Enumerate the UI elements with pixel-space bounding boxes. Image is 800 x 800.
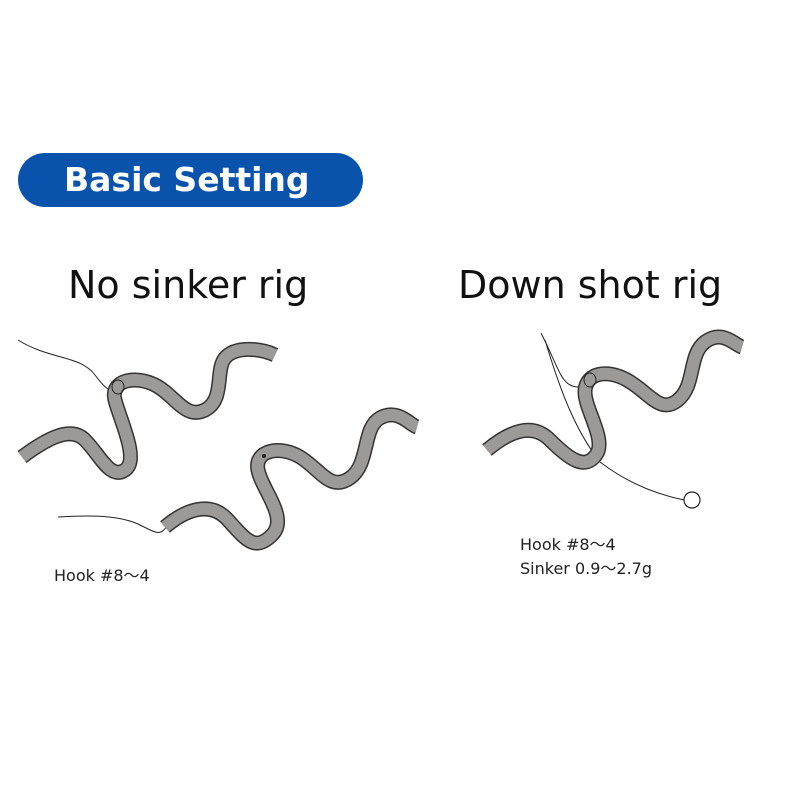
worm-no-sinker-1 [17,341,279,480]
worm-down-shot [482,329,746,470]
basic-setting-badge: Basic Setting [18,153,363,207]
no-sinker-hook-spec: Hook #8～4 [54,566,150,585]
down-shot-rig-title: Down shot rig [458,263,723,307]
fishing-line [57,515,169,533]
no-sinker-rig-title: No sinker rig [68,263,309,307]
sinker-icon [683,491,701,509]
worm-no-sinker-2 [160,407,421,551]
fishing-line [17,339,123,390]
fishing-line [544,339,685,501]
down-shot-sinker-spec: Sinker 0.9～2.7g [520,559,652,578]
down-shot-hook-spec: Hook #8～4 [520,535,616,554]
hook-icon [111,379,125,395]
hook-icon [262,454,266,458]
hook-icon [583,372,597,388]
